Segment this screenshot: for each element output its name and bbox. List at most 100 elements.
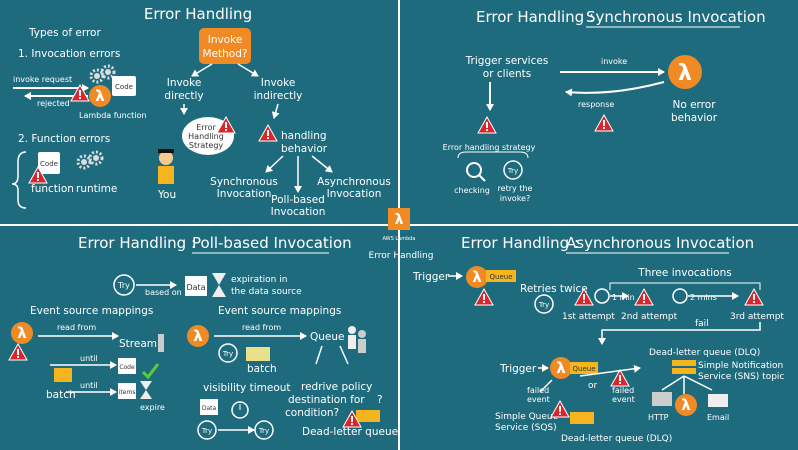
- svg-text:condition?: condition?: [285, 407, 339, 419]
- retry-icon-right: [218, 343, 238, 363]
- svg-text:λ: λ: [678, 61, 692, 86]
- sqs-icon: [570, 412, 594, 424]
- svg-text:1st attempt: 1st attempt: [562, 312, 615, 322]
- invocation-errors: 1. Invocation errors: [18, 48, 120, 60]
- queue-tag-bottom: [570, 362, 598, 374]
- svg-text:Error Handling :: Error Handling :: [461, 234, 579, 252]
- svg-text:Asynchronous Invocation: Asynchronous Invocation: [566, 234, 754, 252]
- svg-text:Invocation: Invocation: [271, 206, 326, 218]
- svg-text:Try: Try: [201, 427, 212, 435]
- svg-text:read from: read from: [57, 323, 96, 332]
- code-doc-icon: [118, 358, 136, 374]
- svg-text:2 mins: 2 mins: [690, 293, 717, 302]
- svg-text:read from: read from: [242, 323, 281, 332]
- svg-text:Try: Try: [258, 427, 269, 435]
- svg-text:failed: failed: [612, 386, 634, 395]
- svg-text:?: ?: [377, 394, 383, 406]
- panel-synchronous: Error Handling : Synchronous Invocation …: [443, 8, 766, 203]
- lambda-icon: [89, 85, 111, 107]
- svg-text:Poll-based Invocation: Poll-based Invocation: [192, 234, 352, 252]
- svg-text:response: response: [578, 100, 614, 109]
- panel-asynchronous: Error Handling : Asynchronous Invocation…: [412, 234, 784, 444]
- svg-text:Queue: Queue: [490, 273, 513, 281]
- svg-text:Strategy: Strategy: [189, 141, 224, 150]
- svg-text:indirectly: indirectly: [254, 90, 303, 102]
- svg-text:handling: handling: [281, 130, 327, 142]
- handling-warning-icon: [258, 124, 278, 142]
- svg-text:items: items: [119, 389, 136, 396]
- svg-text:Dead-letter queue (DLQ): Dead-letter queue (DLQ): [649, 348, 760, 358]
- svg-text:Poll-based: Poll-based: [271, 194, 325, 206]
- svg-text:Trigger: Trigger: [499, 363, 537, 375]
- svg-text:Three invocations: Three invocations: [637, 267, 731, 279]
- svg-text:Try: Try: [117, 281, 130, 290]
- svg-text:Code: Code: [40, 160, 58, 168]
- svg-text:Service (SQS): Service (SQS): [495, 423, 557, 433]
- svg-text:1 min: 1 min: [612, 293, 635, 302]
- svg-text:checking: checking: [454, 186, 490, 195]
- http-icon: [652, 392, 672, 406]
- svg-text:until: until: [80, 381, 98, 390]
- retry-icon: [113, 274, 135, 296]
- dlq-icon: [356, 410, 380, 422]
- svg-text:Synchronous Invocation: Synchronous Invocation: [586, 8, 766, 26]
- svg-text:event: event: [612, 395, 635, 404]
- panel-poll-based: Error Handling : Poll-based Invocation T…: [8, 234, 398, 440]
- barrier-icon-2: [634, 288, 654, 306]
- code-doc-icon: [112, 76, 136, 96]
- lambda-icon: [11, 322, 33, 344]
- panel-overview: Error Handling Types of error 1. Invocat…: [11, 5, 391, 218]
- svg-text:Asynchronous: Asynchronous: [317, 176, 391, 188]
- batch-icon: [54, 368, 72, 382]
- svg-text:fail: fail: [695, 319, 709, 329]
- svg-text:Invocation: Invocation: [217, 188, 272, 200]
- lambda-icon-bottom: [550, 357, 572, 379]
- svg-text:HTTP: HTTP: [648, 413, 669, 422]
- items-doc-icon: [118, 383, 136, 399]
- svg-text:Invoke: Invoke: [261, 77, 296, 89]
- person-icon: [158, 149, 174, 184]
- svg-text:λ: λ: [395, 212, 404, 228]
- svg-text:failed: failed: [527, 386, 549, 395]
- function-errors: 2. Function errors: [18, 133, 110, 145]
- clock-icon-1: [594, 288, 610, 304]
- svg-text:Simple Queue: Simple Queue: [495, 412, 559, 422]
- svg-text:Queue: Queue: [573, 365, 596, 373]
- svg-text:2nd attempt: 2nd attempt: [621, 312, 678, 322]
- svg-text:Invoke: Invoke: [208, 34, 243, 46]
- function-doc-icon: [38, 152, 60, 174]
- svg-text:retry the: retry the: [498, 184, 533, 193]
- svg-text:Code: Code: [115, 83, 133, 91]
- magnifier-icon: [466, 162, 482, 178]
- svg-text:until: until: [80, 354, 98, 363]
- clock-icon-2: [672, 288, 688, 304]
- svg-text:invoke: invoke: [601, 57, 627, 66]
- barrier-icon-3: [744, 288, 764, 306]
- email-icon: [708, 394, 728, 407]
- you-label: You: [157, 189, 176, 201]
- retry-icon: [503, 160, 523, 180]
- svg-text:batch: batch: [46, 389, 76, 401]
- runtime-label: runtime: [76, 183, 117, 195]
- svg-text:destination for: destination for: [288, 394, 365, 406]
- queue-tag: [486, 270, 516, 282]
- svg-text:Trigger: Trigger: [412, 271, 450, 283]
- svg-text:Code: Code: [119, 364, 135, 371]
- svg-text:visibility timeout: visibility timeout: [203, 382, 291, 394]
- svg-text:behavior: behavior: [671, 112, 718, 124]
- svg-text:Email: Email: [707, 413, 729, 422]
- svg-text:Invoke: Invoke: [167, 77, 202, 89]
- svg-text:Data: Data: [186, 283, 205, 292]
- lambda-icon-right: [187, 325, 209, 347]
- svg-text:Try: Try: [538, 301, 549, 309]
- svg-text:batch: batch: [247, 363, 277, 375]
- svg-text:Trigger services: Trigger services: [465, 55, 549, 67]
- people-icon: [348, 326, 366, 353]
- svg-text:directly: directly: [164, 90, 203, 102]
- lambda-icon-sns: [675, 394, 697, 416]
- lambda-function-label: Lambda function: [79, 111, 146, 120]
- svg-text:Data: Data: [202, 405, 217, 412]
- svg-text:3rd attempt: 3rd attempt: [730, 312, 784, 322]
- svg-text:Error Handling :: Error Handling :: [476, 8, 594, 26]
